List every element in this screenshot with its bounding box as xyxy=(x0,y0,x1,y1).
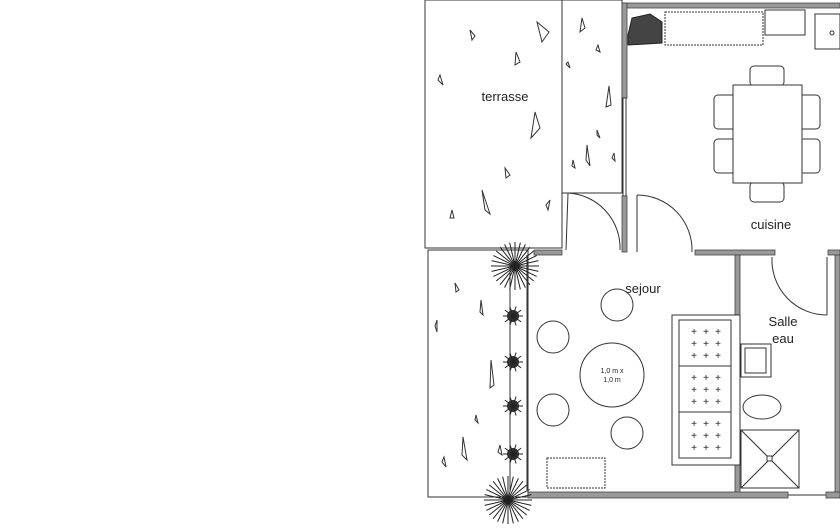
stool xyxy=(536,393,570,427)
room-label-terrasse: terrasse xyxy=(482,89,529,104)
plus-mark: + xyxy=(703,443,709,454)
stone-marks xyxy=(434,17,616,468)
palm-icon xyxy=(503,396,523,416)
plus-mark: + xyxy=(703,385,709,396)
table-size-line2: 1,0 m xyxy=(603,377,621,384)
wall-mid-1 xyxy=(533,249,563,256)
room-label-salle: Salle xyxy=(769,314,798,329)
door-bathroom[interactable] xyxy=(771,256,828,316)
plus-mark: + xyxy=(715,397,721,408)
stool xyxy=(536,320,570,354)
table-size-line1: 1,0 m x xyxy=(601,368,624,375)
plus-mark: + xyxy=(691,385,697,396)
plus-mark: + xyxy=(715,327,721,338)
terrace-upper xyxy=(424,0,563,249)
palm-icon xyxy=(503,444,523,464)
plus-mark: + xyxy=(703,351,709,362)
stove-icon xyxy=(627,13,663,46)
shower-icon xyxy=(740,429,800,489)
plus-mark: + xyxy=(703,431,709,442)
wall-mid-3 xyxy=(827,249,840,256)
wall-kitchen-left-upper xyxy=(621,2,628,99)
door-kitchen[interactable] xyxy=(636,194,693,253)
stool xyxy=(600,288,634,322)
palm-icon xyxy=(503,352,523,372)
sofa-cushion-pattern: +++++++++++++++++++++++++++ xyxy=(691,327,721,454)
plus-mark: + xyxy=(715,431,721,442)
plus-mark: + xyxy=(715,419,721,430)
plus-mark: + xyxy=(691,351,697,362)
plus-mark: + xyxy=(703,419,709,430)
plus-mark: + xyxy=(691,397,697,408)
plus-mark: + xyxy=(715,339,721,350)
sofa xyxy=(671,314,741,466)
wall-bathroom-right xyxy=(834,254,840,496)
door-terrace[interactable] xyxy=(565,192,621,251)
kitchen-counter xyxy=(664,11,764,46)
plus-mark: + xyxy=(691,373,697,384)
toilet-icon xyxy=(742,394,782,420)
plus-mark: + xyxy=(703,373,709,384)
chair xyxy=(749,181,785,203)
palm-icon xyxy=(484,476,532,524)
palm-icon xyxy=(503,306,523,326)
plus-mark: + xyxy=(691,431,697,442)
wall-kitchen-left-lower xyxy=(621,195,628,253)
room-label-eau: eau xyxy=(772,331,794,346)
kitchen-sink-icon xyxy=(814,13,840,50)
plus-mark: + xyxy=(691,419,697,430)
plus-mark: + xyxy=(703,327,709,338)
plus-mark: + xyxy=(691,443,697,454)
wall-kitchen-top xyxy=(621,2,840,9)
plus-mark: + xyxy=(691,327,697,338)
stool xyxy=(610,416,644,450)
wall-bottom xyxy=(527,491,789,499)
terrace-strip xyxy=(561,0,623,194)
plus-mark: + xyxy=(703,397,709,408)
plus-mark: + xyxy=(715,373,721,384)
plus-mark: + xyxy=(715,351,721,362)
plus-mark: + xyxy=(715,385,721,396)
plants xyxy=(484,242,539,524)
sideboard xyxy=(546,457,606,489)
plus-mark: + xyxy=(715,443,721,454)
palm-icon xyxy=(491,242,539,290)
room-label-cuisine: cuisine xyxy=(751,217,791,232)
kitchen-cabinet xyxy=(764,9,806,36)
plus-mark: + xyxy=(703,339,709,350)
chair xyxy=(749,65,785,87)
wall-bottom-right xyxy=(825,491,840,499)
kitchen-table xyxy=(732,84,803,184)
room-label-sejour: sejour xyxy=(625,281,661,296)
wall-mid-2 xyxy=(694,249,776,256)
round-table xyxy=(579,342,645,408)
window-kitchen-left xyxy=(622,97,627,197)
plus-mark: + xyxy=(691,339,697,350)
